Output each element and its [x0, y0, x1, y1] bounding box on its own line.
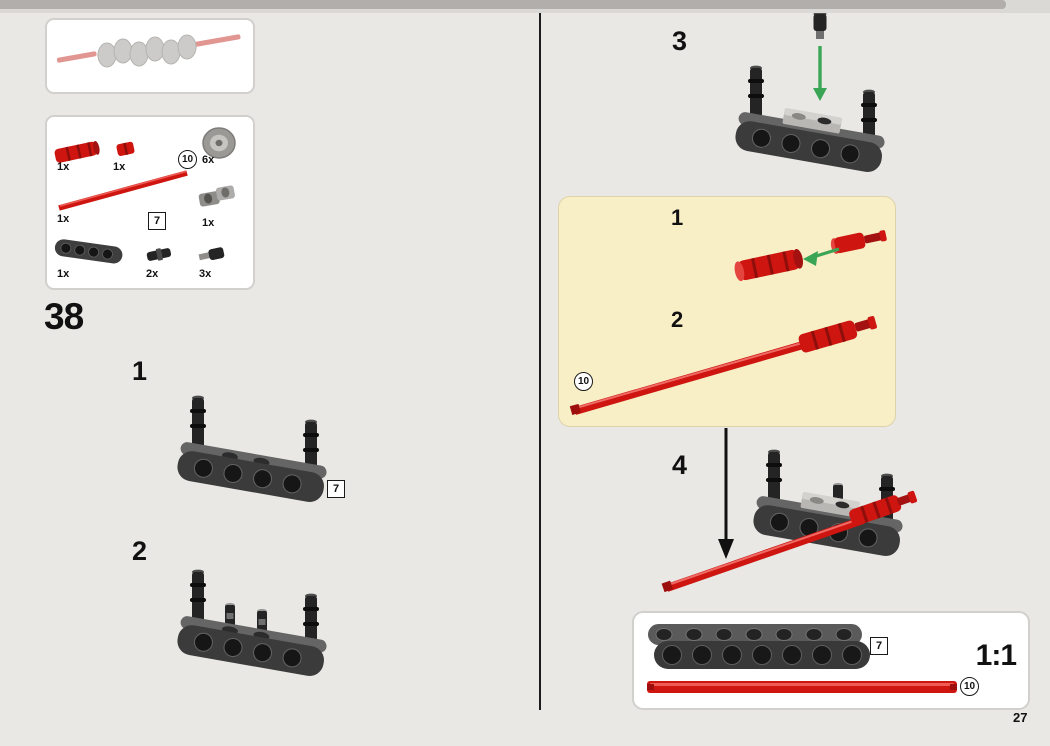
part-connector-gray-icon — [198, 185, 235, 207]
part-bush-red-icon — [116, 141, 135, 156]
beam-actual-size-graphic — [648, 624, 870, 669]
part-count: 6x — [202, 154, 215, 166]
part-axle-pin-icon — [198, 247, 225, 261]
callout-box: 1 2 10 — [558, 196, 896, 427]
assembly-preview-box — [45, 18, 255, 94]
callout-step-2-label: 2 — [671, 307, 684, 332]
substep-4-label: 4 — [672, 450, 688, 480]
part-pin-connector-icon — [146, 248, 172, 261]
length-badge-circle: 10 — [960, 677, 979, 696]
progress-bar — [0, 0, 1006, 9]
length-badge-square: 7 — [327, 480, 345, 498]
length-badge-circle: 10 — [574, 372, 593, 391]
crankshaft-preview-graphic — [56, 34, 241, 68]
length-badge-circle: 10 — [178, 150, 197, 169]
substep-3-label: 3 — [672, 26, 688, 56]
column-divider — [539, 12, 541, 710]
axle-connector-insertion-graphic — [734, 230, 887, 282]
flow-arrow-icon — [718, 428, 734, 559]
part-axle-connector-red-icon — [54, 140, 100, 163]
pin-insertion-graphic — [735, 11, 885, 173]
axle-assembly-graphic — [569, 316, 877, 415]
scale-ratio-label: 1:1 — [975, 639, 1017, 672]
part-wheel-gray-icon — [202, 127, 236, 159]
part-count: 3x — [199, 268, 212, 280]
part-count: 1x — [57, 268, 70, 280]
callout-step-1-label: 1 — [671, 205, 684, 230]
parts-list-box: 1x 1x 10 6x 1x 7 1x 1x 2x 3x — [45, 115, 255, 290]
scale-reference-box: 7 10 1:1 — [632, 611, 1030, 710]
part-count: 1x — [202, 217, 215, 229]
axle-actual-size-graphic — [647, 681, 957, 693]
parts-graphics — [54, 127, 236, 264]
axle-through-beam-graphic — [661, 449, 918, 593]
beam-with-pins-and-connectors-graphic — [177, 569, 327, 677]
length-badge-square: 7 — [870, 637, 888, 655]
beam-with-pins-graphic — [177, 395, 327, 503]
part-count: 1x — [57, 161, 70, 173]
substep-2-label: 2 — [132, 536, 148, 566]
page-number: 27 — [1013, 710, 1028, 725]
part-axle-long-red-icon — [58, 170, 188, 211]
step-number: 38 — [44, 296, 84, 337]
part-count: 1x — [57, 213, 70, 225]
length-badge-square: 7 — [148, 212, 166, 230]
part-count: 1x — [113, 161, 126, 173]
part-beam-dark-icon — [54, 239, 123, 264]
substep-1-label: 1 — [132, 356, 148, 386]
part-count: 2x — [146, 268, 159, 280]
